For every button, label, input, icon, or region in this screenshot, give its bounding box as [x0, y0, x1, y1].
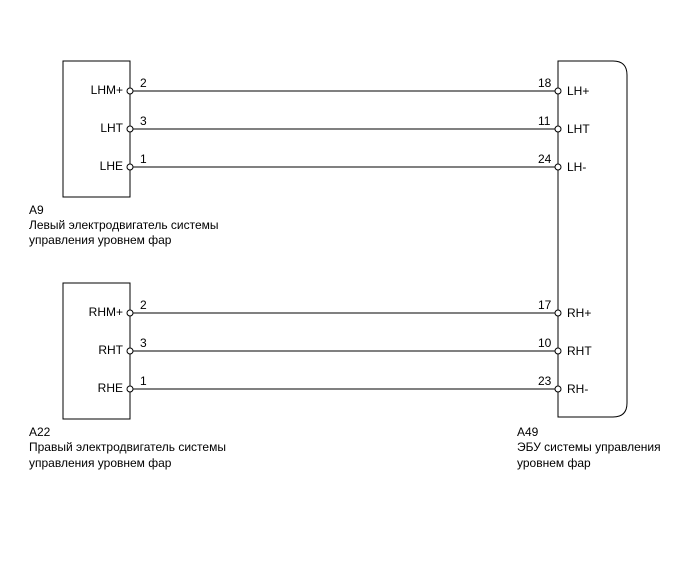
terminal-a9-2: [126, 87, 134, 95]
a9-signal-lhm: LHM+: [90, 83, 123, 97]
a49-pin-11: 11: [538, 114, 551, 128]
a49-signal-rht: RHT: [567, 344, 592, 358]
terminal-a22-1: [126, 385, 134, 393]
a49-signal-rh-minus: RH-: [567, 382, 589, 396]
terminal-a49-24: [554, 163, 562, 171]
a49-signal-rh-plus: RH+: [567, 306, 592, 320]
terminal-a49-10: [554, 347, 562, 355]
a22-pin-1: 1: [140, 374, 147, 388]
a9-signal-lht: LHT: [100, 121, 123, 135]
terminal-a49-17: [554, 309, 562, 317]
a22-pin-2: 2: [140, 298, 147, 312]
a22-code: A22: [29, 425, 51, 439]
a49-code: A49: [517, 425, 539, 439]
a9-pin-3: 3: [140, 114, 147, 128]
terminal-a9-1: [126, 163, 134, 171]
terminal-a49-18: [554, 87, 562, 95]
a49-pin-24: 24: [538, 152, 552, 166]
a49-pin-18: 18: [538, 76, 552, 90]
a49-signal-lht: LHT: [567, 122, 590, 136]
a49-pin-17: 17: [538, 298, 552, 312]
a22-desc-line2: управления уровнем фар: [29, 456, 172, 470]
a9-signal-lhe: LHE: [99, 159, 123, 173]
terminal-a22-2: [126, 309, 134, 317]
a9-pin-1: 1: [140, 152, 147, 166]
a9-code: A9: [29, 203, 44, 217]
a22-signal-rhe: RHE: [97, 381, 123, 395]
a49-pin-10: 10: [538, 336, 552, 350]
a49-signal-lh-minus: LH-: [567, 160, 587, 174]
terminal-a49-23: [554, 385, 562, 393]
a9-pin-2: 2: [140, 76, 147, 90]
terminal-a9-3: [126, 125, 134, 133]
a22-signal-rhm: RHM+: [88, 305, 123, 319]
a49-signal-lh-plus: LH+: [567, 84, 590, 98]
a22-pin-3: 3: [140, 336, 147, 350]
a9-desc-line2: управления уровнем фар: [29, 233, 172, 247]
connector-a49-box: [557, 60, 628, 418]
a49-pin-23: 23: [538, 374, 552, 388]
a22-desc-line1: Правый электродвигатель системы: [29, 440, 226, 454]
terminal-a49-11: [554, 125, 562, 133]
a49-desc-line1: ЭБУ системы управления: [517, 440, 661, 454]
a49-desc-line2: уровнем фар: [517, 456, 591, 470]
terminal-a22-3: [126, 347, 134, 355]
a22-signal-rht: RHT: [98, 343, 123, 357]
a9-desc-line1: Левый электродвигатель системы: [29, 218, 219, 232]
